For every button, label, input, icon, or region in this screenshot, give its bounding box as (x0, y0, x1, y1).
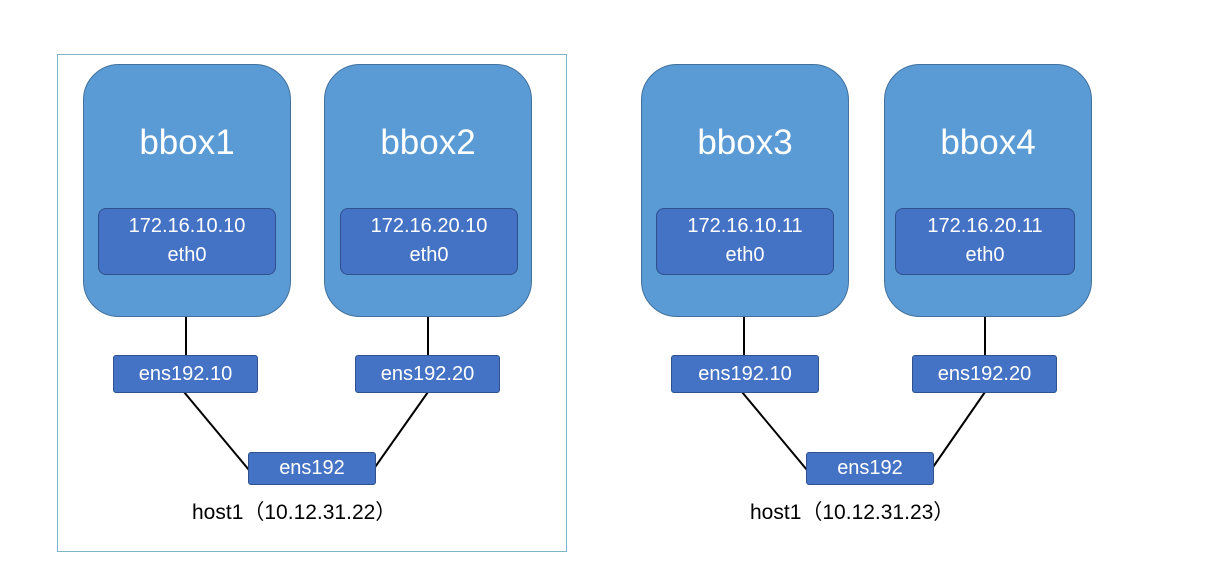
link-vlan10-to-ens192 (183, 391, 250, 471)
vlan-interface-10: ens192.10 (113, 355, 258, 393)
container-bbox3: bbox3 (641, 64, 849, 317)
container-interface-eth0: 172.16.20.10 eth0 (340, 208, 518, 275)
container-bbox2: bbox2 (324, 64, 532, 317)
link-vlan20-to-ens192-2 (930, 391, 986, 471)
link-vlan20-to-ens192 (372, 391, 429, 471)
container-name: bbox3 (697, 123, 793, 162)
bridge-interface-ens192: ens192 (248, 452, 376, 485)
host-caption: host1（10.12.31.23） (750, 501, 955, 524)
container-interface-eth0: 172.16.20.11 eth0 (895, 208, 1075, 275)
interface-name: eth0 (167, 244, 207, 266)
container-name: bbox4 (940, 123, 1036, 162)
container-bbox4: bbox4 (884, 64, 1092, 317)
container-name: bbox1 (139, 123, 235, 162)
host-caption: host1（10.12.31.22） (192, 501, 397, 524)
vlan-interface-20: ens192.20 (355, 355, 500, 393)
container-interface-eth0: 172.16.10.10 eth0 (98, 208, 276, 275)
container-interface-eth0: 172.16.10.11 eth0 (656, 208, 834, 275)
ip-address: 172.16.20.10 (370, 215, 488, 237)
vlan-interface-10: ens192.10 (671, 355, 819, 393)
bridge-interface-ens192: ens192 (806, 452, 934, 485)
interface-name: eth0 (965, 244, 1005, 266)
interface-name: eth0 (725, 244, 765, 266)
vlan-interface-20: ens192.20 (912, 355, 1057, 393)
ip-address: 172.16.10.10 (128, 215, 246, 237)
interface-name: eth0 (409, 244, 449, 266)
ip-address: 172.16.10.11 (687, 215, 803, 237)
container-bbox1: bbox1 (83, 64, 291, 317)
container-name: bbox2 (380, 123, 476, 162)
link-vlan10-to-ens192-2 (741, 391, 808, 471)
ip-address: 172.16.20.11 (927, 215, 1043, 237)
